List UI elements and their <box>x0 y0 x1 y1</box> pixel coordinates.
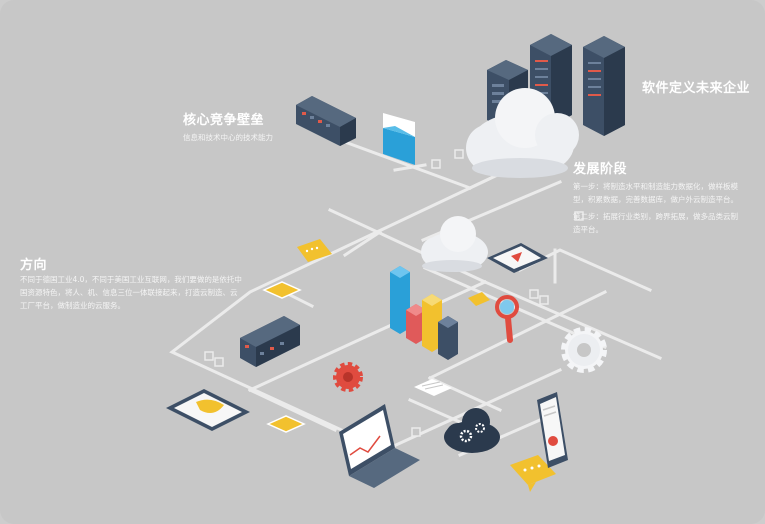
chat-bubble-icon <box>468 292 490 306</box>
gear-icon <box>333 362 363 392</box>
server-tower-icon <box>583 36 625 136</box>
cloud-icon <box>421 216 488 272</box>
connector-nodes <box>204 149 584 437</box>
cloud-icon <box>466 88 579 178</box>
chip-icon <box>266 415 306 433</box>
tablet-icon <box>166 389 250 431</box>
chat-bubble-icon <box>297 239 332 262</box>
development-stage-title: 发展阶段 <box>573 162 628 177</box>
stage-step-2: 第二步：拓展行业类别，跨界拓展，做多品类云制造平台。 <box>573 212 738 234</box>
play-screen-icon <box>487 243 548 273</box>
direction-title: 方向 <box>20 258 48 273</box>
core-competitiveness-title: 核心竞争壁垒 <box>183 113 265 128</box>
gear-icon <box>561 327 607 373</box>
laptop-icon <box>339 404 420 488</box>
software-defined-title: 软件定义未来企业 <box>642 81 751 96</box>
magnifier-icon <box>495 295 519 343</box>
core-competitiveness-desc: 信息和技术中心的技术能力 <box>183 133 273 142</box>
server-rack-icon <box>296 96 356 146</box>
direction-desc: 不同于德国工业4.0，不同于美国工业互联网，我们要做的是依托中国资源特色，将人、… <box>20 275 242 310</box>
bar-chart-icon <box>390 266 458 360</box>
stage-step-1: 第一步：将制造水平和制造能力数据化，做样板模型，积累数据，完善数据库，做户外云制… <box>573 182 738 204</box>
cloud-gears-icon <box>444 408 500 453</box>
folder-icon <box>383 113 415 165</box>
server-rack-icon <box>240 316 300 367</box>
chip-icon <box>262 281 302 299</box>
smartphone-icon <box>537 392 568 468</box>
chat-bubble-icon <box>510 455 556 492</box>
document-icon <box>414 379 452 396</box>
